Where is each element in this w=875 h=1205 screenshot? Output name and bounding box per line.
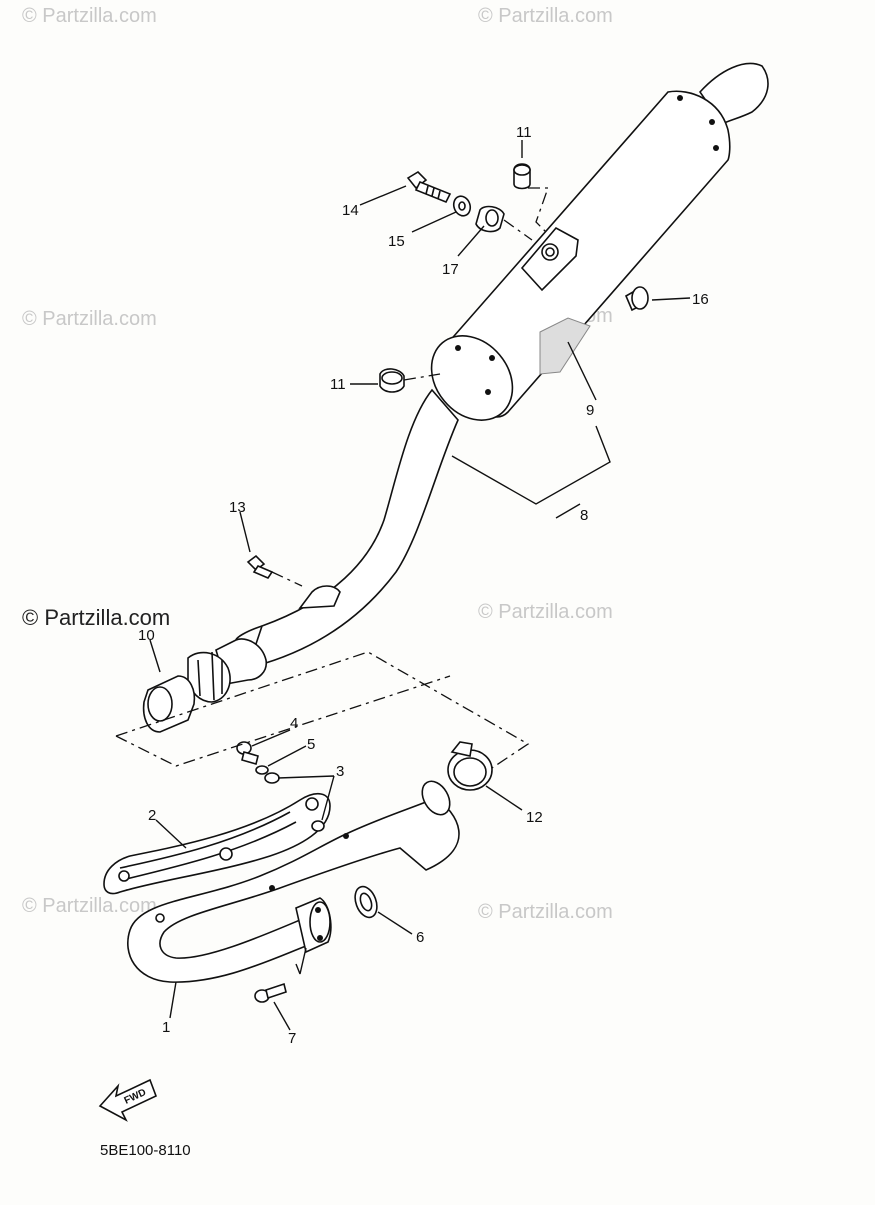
- bolt-part: [406, 170, 452, 204]
- bolt-part: [254, 982, 287, 1003]
- assembly-line: [115, 675, 451, 767]
- callout-14: 14: [342, 202, 359, 219]
- diagram-code: 5BE100-8110: [100, 1142, 191, 1159]
- watermark: © Partzilla.com: [478, 5, 613, 27]
- heat-protector-part: [103, 793, 331, 895]
- bolt-part: [236, 741, 259, 765]
- assembly-line: [403, 373, 441, 381]
- exhaust-header-pipe: [127, 780, 460, 983]
- gasket-part: [354, 885, 378, 919]
- exhaust-middle-pipe: [187, 388, 459, 703]
- clamp-part: [447, 741, 493, 791]
- callout-11: 11: [330, 376, 346, 393]
- grommet-part: [513, 163, 531, 190]
- callout-8: 8: [580, 507, 588, 524]
- callout-7: 7: [288, 1030, 296, 1047]
- callout-11: 11: [516, 124, 532, 141]
- bolt-part: [246, 554, 274, 579]
- callout-10: 10: [138, 627, 155, 644]
- callout-1: 1: [162, 1019, 170, 1036]
- grommet-part: [379, 368, 405, 393]
- callout-4: 4: [290, 715, 298, 732]
- assembly-line: [115, 651, 530, 769]
- callout-16: 16: [692, 291, 709, 308]
- washer-part: [452, 195, 472, 217]
- gasket-part: [311, 820, 325, 832]
- callout-3: 3: [336, 763, 344, 780]
- collar-part: [475, 205, 505, 233]
- assembly-line: [528, 187, 549, 233]
- callout-5: 5: [307, 736, 315, 753]
- callout-6: 6: [416, 929, 424, 946]
- callout-12: 12: [526, 809, 543, 826]
- watermark-dark: © Partzilla.com: [22, 605, 170, 630]
- watermark: © Partzilla.com: [22, 895, 157, 917]
- callout-2: 2: [148, 807, 156, 824]
- gasket-part: [264, 772, 280, 784]
- muffler-part: [430, 62, 769, 421]
- assembly-line: [271, 571, 303, 587]
- watermark: © Partzilla.com: [22, 5, 157, 27]
- muffler-heat-protector: [539, 317, 591, 375]
- fwd-arrow-icon: FWD: [98, 1078, 158, 1122]
- watermark: © Partzilla.com: [478, 901, 613, 923]
- assembly-line: [503, 219, 533, 241]
- callout-13: 13: [229, 499, 246, 516]
- washer-part: [255, 765, 269, 775]
- callout-15: 15: [388, 233, 405, 250]
- callout-9: 9: [586, 402, 594, 419]
- bolt-part: [624, 286, 649, 312]
- callout-17: 17: [442, 261, 459, 278]
- watermark: © Partzilla.com: [22, 308, 157, 330]
- watermark: © Partzilla.com: [478, 601, 613, 623]
- gasket-part: [142, 675, 196, 733]
